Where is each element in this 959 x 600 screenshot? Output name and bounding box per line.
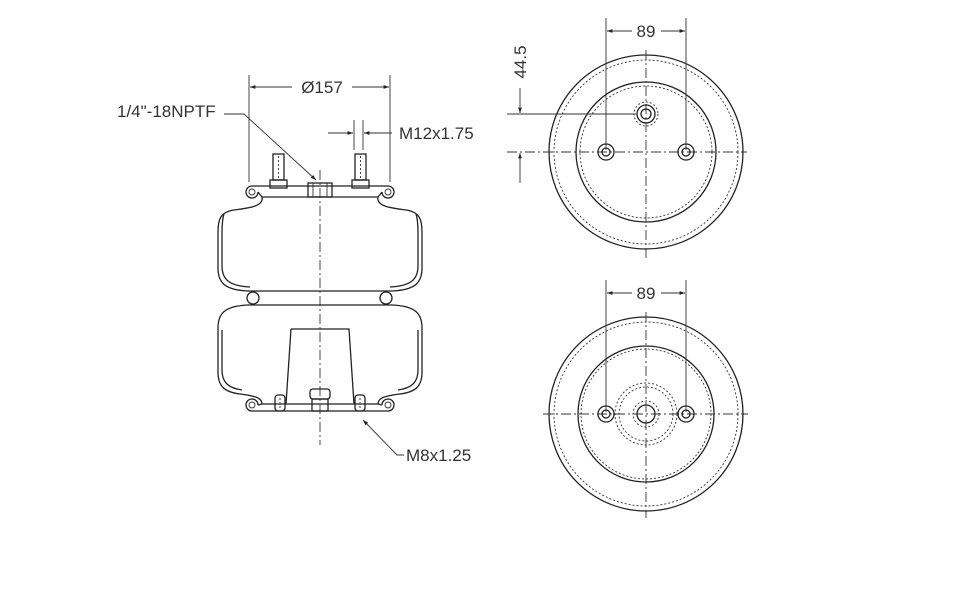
bottom-view: 89: [543, 280, 748, 518]
side-view: Ø157 1/4"-18NPTF M12x1.75: [117, 75, 474, 465]
port-label: 1/4"-18NPTF: [117, 102, 216, 121]
top-stud-callout: M12x1.75: [328, 120, 474, 150]
port-offset-label: 44.5: [511, 45, 530, 78]
bellows: [217, 196, 423, 405]
top-studs: [269, 153, 370, 198]
bottom-studs: [274, 388, 366, 412]
piston: [285, 328, 355, 405]
top-stud-label: M12x1.75: [399, 124, 474, 143]
diameter-dimension: Ø157: [248, 75, 391, 182]
top-plate: [245, 185, 395, 199]
bottom-stud-spacing-label: 89: [637, 284, 656, 303]
top-stud-spacing-label: 89: [637, 22, 656, 41]
bottom-stud-callout: M8x1.25: [362, 419, 471, 465]
girdle-ring-left: [246, 291, 260, 305]
port-callout: 1/4"-18NPTF: [117, 102, 317, 181]
girdle-ring-right: [379, 291, 393, 305]
diameter-label: Ø157: [301, 78, 343, 97]
top-view: 89 44.5: [507, 18, 747, 258]
bottom-stud-label: M8x1.25: [406, 446, 471, 465]
